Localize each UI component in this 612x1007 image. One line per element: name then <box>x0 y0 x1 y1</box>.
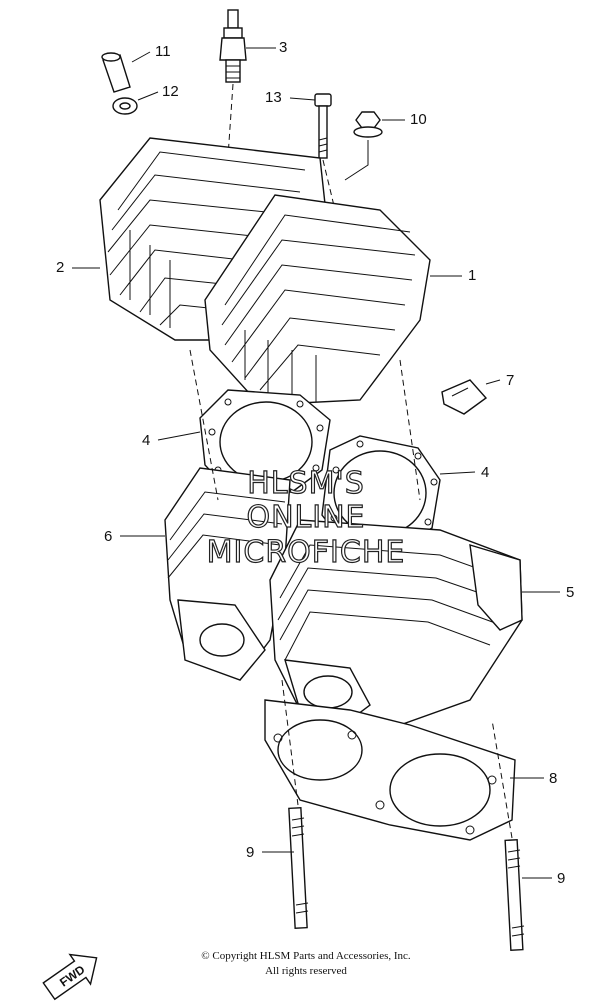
callout-11: 11 <box>155 43 171 60</box>
part-9-stud-right[interactable] <box>504 839 525 951</box>
part-5-cylinder-right[interactable] <box>269 519 523 726</box>
callout-9-left: 9 <box>246 844 254 861</box>
watermark-line2: ONLINE <box>246 500 365 535</box>
rights-text: All rights reserved <box>265 965 347 977</box>
part-13-bolt[interactable] <box>314 93 332 159</box>
watermark-line1: HLSM'S <box>247 466 365 501</box>
callout-3: 3 <box>279 39 287 56</box>
watermark-line3: MICROFICHE <box>207 535 406 570</box>
part-4-head-gasket-left[interactable] <box>199 389 331 493</box>
callout-8: 8 <box>549 770 557 787</box>
callout-13: 13 <box>265 89 282 106</box>
part-3-spark-plug[interactable] <box>219 9 247 83</box>
copyright-text: © Copyright HLSM Parts and Accessories, … <box>201 950 411 962</box>
part-12-washer[interactable] <box>112 97 138 115</box>
callout-5: 5 <box>566 584 574 601</box>
watermark: HLSM'S ONLINE MICROFICHE <box>206 465 406 570</box>
callout-10: 10 <box>410 111 427 128</box>
callout-6: 6 <box>104 528 112 545</box>
callout-4-left: 4 <box>142 432 150 449</box>
fwd-arrow-icon: FWD <box>42 953 98 1001</box>
callout-1: 1 <box>468 267 476 284</box>
part-11-sleeve[interactable] <box>101 52 131 93</box>
part-10-nut[interactable] <box>353 111 383 138</box>
part-7-block[interactable] <box>441 379 488 415</box>
part-4-head-gasket-right[interactable] <box>321 435 441 549</box>
part-9-stud-left[interactable] <box>288 807 309 929</box>
callout-4-right: 4 <box>481 464 489 481</box>
part-6-cylinder-left[interactable] <box>164 467 291 681</box>
callout-9-right: 9 <box>557 870 565 887</box>
callout-12: 12 <box>162 83 179 100</box>
callout-7: 7 <box>506 372 514 389</box>
part-1-cylinder-head-right[interactable] <box>204 194 431 406</box>
part-8-base-gasket[interactable] <box>264 699 516 841</box>
callout-2: 2 <box>56 259 64 276</box>
